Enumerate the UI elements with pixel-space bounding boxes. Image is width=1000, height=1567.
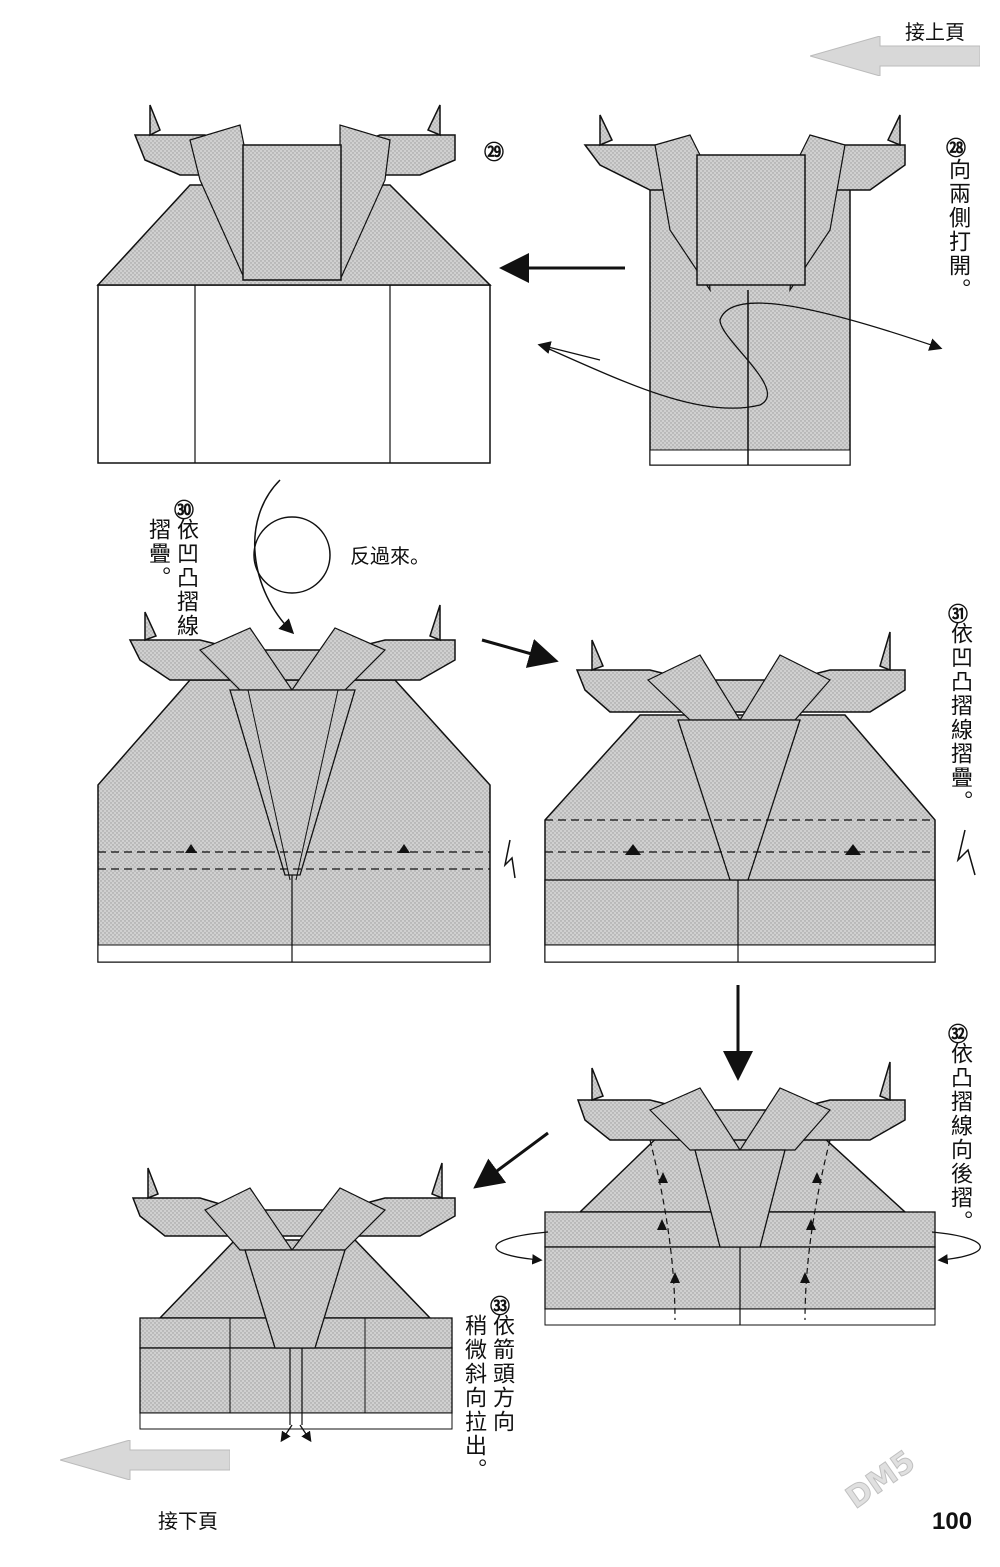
prev-page-label: 接上頁 — [905, 20, 965, 44]
step-31-number: ㉛ — [948, 602, 968, 626]
step-32-number: ㉜ — [948, 1022, 968, 1046]
step-32-text: 依凸摺線向後摺。 — [947, 1042, 972, 1234]
prev-page-arrow-icon — [810, 36, 980, 76]
step-30-text-line1: 依凹凸摺線 — [173, 518, 198, 638]
step-29-figure — [96, 104, 492, 464]
flip-symbol — [253, 479, 331, 635]
step-30-number: ㉚ — [174, 498, 194, 522]
step-31-figure — [544, 631, 976, 963]
flip-note: 反過來。 — [350, 544, 430, 568]
step-33-figure — [131, 1162, 456, 1443]
step-32-figure — [495, 1061, 981, 1326]
step-30-text-line2: 摺疊。 — [145, 518, 170, 590]
step-29-number: ㉙ — [484, 140, 504, 164]
next-page-label: 接下頁 — [158, 1509, 218, 1533]
step-33-number: ㉝ — [490, 1294, 510, 1318]
next-page-arrow-icon — [60, 1440, 230, 1480]
step-30-figure — [97, 604, 516, 963]
step-33-text-line1: 依箭頭方向 — [489, 1314, 514, 1434]
step-28-text: 向兩側打開。 — [945, 158, 970, 302]
step-28-number: ㉘ — [946, 136, 966, 160]
step-28-figure — [537, 114, 943, 466]
page-number: 100 — [932, 1508, 973, 1535]
step-33-text-line2: 稍微斜向拉出。 — [461, 1314, 486, 1482]
step-31-text: 依凹凸摺線摺疊。 — [947, 622, 972, 814]
